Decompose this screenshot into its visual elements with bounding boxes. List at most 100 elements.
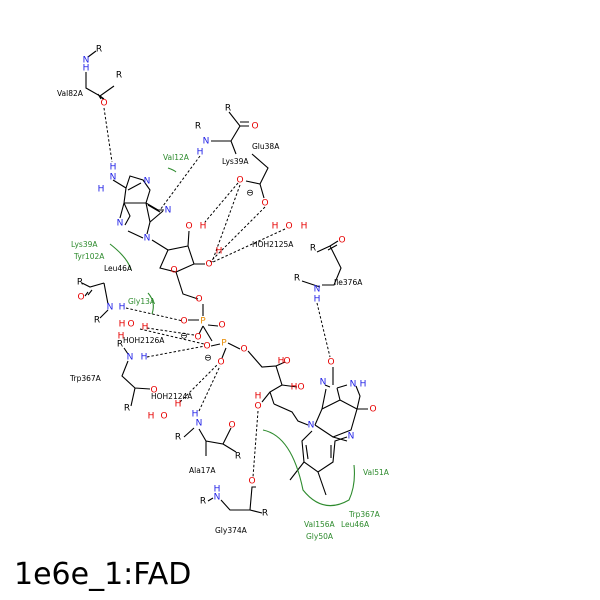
atom-label: O: [338, 236, 345, 246]
atom-label: N: [127, 353, 134, 363]
atom-label: N: [83, 56, 90, 66]
atom-label: R: [175, 433, 181, 443]
contact-arcs: [109, 167, 355, 507]
atom-label: O: [180, 317, 187, 327]
residue-label: Ala17A: [189, 466, 216, 475]
atom-label: H: [141, 353, 148, 363]
atom-label: R: [116, 71, 122, 81]
atom-label: R: [310, 244, 316, 254]
residue-label: Gly374A: [215, 526, 248, 535]
residue-label: Ile376A: [334, 278, 363, 287]
residue-label: Leu46A: [104, 264, 133, 273]
atom-label: O: [254, 402, 261, 412]
residue-name-labels: Val82ALys39AGlu38AHOH2125ALeu46AIle376AH…: [57, 89, 363, 535]
atom-label: O: [218, 321, 225, 331]
atom-label: N: [320, 378, 327, 388]
atom-label: R: [294, 274, 300, 284]
atom-label: N: [350, 380, 357, 390]
atom-label: H: [272, 222, 279, 232]
atom-label: O: [203, 342, 210, 352]
contact-residue-label: Lys39A: [71, 240, 98, 249]
hydrogen-bonds: [103, 107, 331, 478]
atom-label: N: [144, 234, 151, 244]
atom-label: H: [118, 332, 125, 342]
atom-label: H: [214, 485, 221, 495]
atom-label: O: [283, 357, 290, 367]
atom-label: N: [165, 206, 172, 216]
atom-label: R: [235, 452, 241, 462]
atom-label: H: [142, 323, 149, 333]
residue-label: HOH2126A: [123, 336, 165, 345]
contact-residue-label: Val156A: [304, 520, 336, 529]
atom-label: O: [170, 266, 177, 276]
atom-label: R: [77, 278, 83, 288]
atom-label: R: [225, 104, 231, 114]
atom-label: O: [194, 333, 201, 343]
atom-label: O: [261, 199, 268, 209]
atom-label: H: [83, 64, 90, 74]
residue-label: Lys39A: [222, 157, 249, 166]
atom-label: N: [348, 432, 355, 442]
atom-label: O: [251, 122, 258, 132]
atom-label: R: [96, 45, 102, 55]
atom-label: O: [100, 99, 107, 109]
atom-label: O: [77, 293, 84, 303]
atom-label: O: [240, 345, 247, 355]
atom-label: H: [360, 380, 367, 390]
atom-label: H: [301, 222, 308, 232]
atom-label: H: [192, 410, 199, 420]
atom-label: H: [175, 400, 182, 410]
atom-label: O: [228, 421, 235, 431]
residue-label: Val82A: [57, 89, 84, 98]
residue-label: Trp367A: [69, 374, 102, 383]
atom-label: O: [236, 176, 243, 186]
atom-label: P: [200, 317, 206, 327]
atom-label: N: [314, 285, 321, 295]
atom-label: O: [369, 405, 376, 415]
atom-label: O: [127, 320, 134, 330]
atom-label: R: [117, 340, 123, 350]
atom-label: O: [327, 358, 334, 368]
atom-label: N: [107, 303, 114, 313]
atom-label: ⊖: [180, 332, 188, 342]
atom-label: H: [291, 383, 298, 393]
atom-label: H: [255, 392, 262, 402]
atom-label: H: [197, 148, 204, 158]
atom-label: N: [196, 419, 203, 429]
atom-label: R: [195, 122, 201, 132]
residue-label: Glu38A: [252, 142, 280, 151]
atom-label: ⊖: [246, 189, 254, 199]
atom-label: R: [200, 497, 206, 507]
contact-residue-label: Val51A: [363, 468, 390, 477]
atom-label: O: [217, 358, 224, 368]
atom-label: O: [285, 222, 292, 232]
residue-label: HOH2125A: [252, 240, 294, 249]
contact-residue-label: Val12A: [163, 153, 190, 162]
contact-residue-label: Tyr102A: [73, 252, 105, 261]
atom-label: H: [98, 185, 105, 195]
atom-label: O: [160, 412, 167, 422]
atom-label: ⊖: [204, 354, 212, 364]
atom-label: H: [216, 247, 223, 257]
contact-residue-labels: Val12A Lys39A Tyr102A Gly13A Val51A Trp367A Va…: [71, 153, 390, 541]
atom-label: O: [185, 222, 192, 232]
atom-label: H: [148, 412, 155, 422]
atom-label: R: [124, 404, 130, 414]
atom-label: N: [117, 219, 124, 229]
contact-residue-label: Leu46A: [341, 520, 370, 529]
atom-label: R: [94, 316, 100, 326]
atom-label: N: [144, 177, 151, 187]
contact-residue-label: Gly50A: [306, 532, 334, 541]
atom-label: N: [214, 493, 221, 503]
contact-residue-label: Gly13A: [128, 297, 156, 306]
atom-label: O: [205, 260, 212, 270]
atom-label: O: [195, 295, 202, 305]
atom-label: R: [262, 509, 268, 519]
atom-label: N: [110, 173, 117, 183]
atom-label: O: [297, 383, 304, 393]
residue-label: HOH2124A: [151, 392, 193, 401]
atom-label: H: [278, 357, 285, 367]
atom-label: H: [119, 320, 126, 330]
